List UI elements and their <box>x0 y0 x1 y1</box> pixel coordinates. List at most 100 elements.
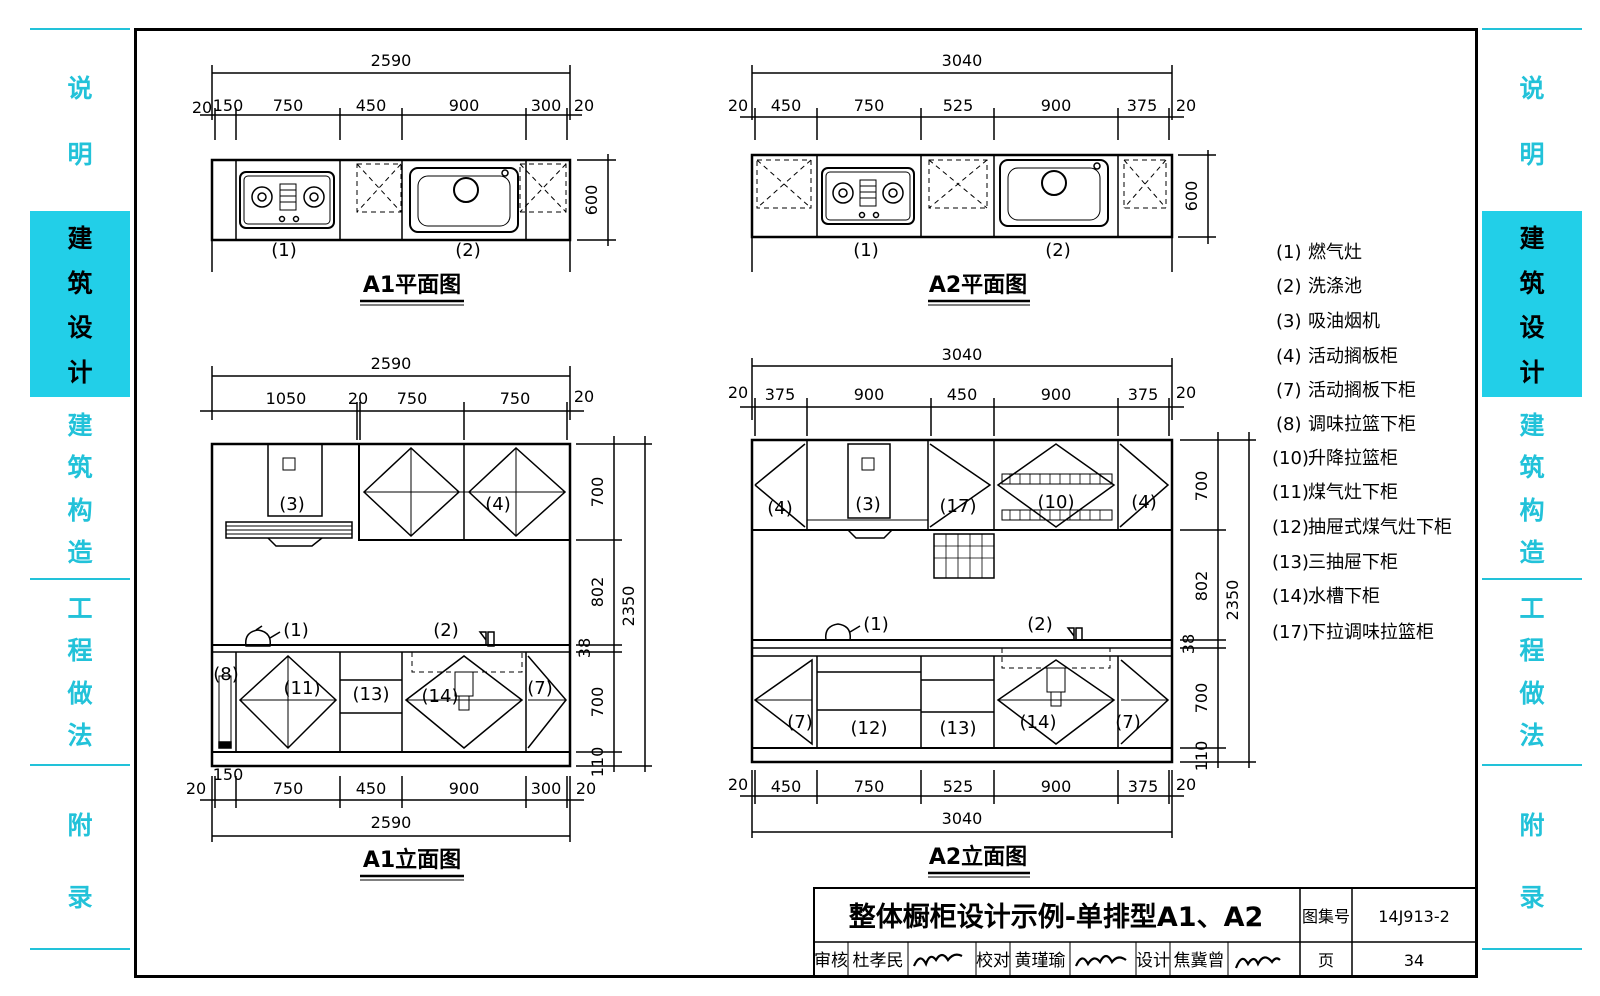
checker-signature <box>1074 954 1127 967</box>
left-tab-gongcheng-zuofa[interactable]: 工 程 做 法 <box>30 583 130 758</box>
dim-seg: 450 <box>356 96 387 115</box>
dim-seg: 750 <box>397 389 428 408</box>
tab-char: 做 <box>1519 678 1545 708</box>
legend-num: (12) <box>1272 517 1309 538</box>
dim-total: 2590 <box>371 51 412 70</box>
legend-num: (3) <box>1276 311 1302 332</box>
legend: (1) 燃气灶 (2) 洗涤池 (3) 吸油烟机 (4) 活动搁板柜 (7) 活… <box>1272 242 1452 643</box>
a1-plan: 2590 20 150 750 450 900 300 20 <box>192 51 616 306</box>
tag: (4) <box>485 494 511 515</box>
dim-seg: 20 <box>1176 383 1196 402</box>
designer-name: 焦冀曾 <box>1174 951 1225 971</box>
dim-seg: 20 <box>574 96 594 115</box>
tab-char: 造 <box>67 537 93 567</box>
dim-seg: 20 <box>186 779 206 798</box>
a2-plan: 3040 20 450 750 525 900 375 20 <box>728 51 1216 306</box>
dim-seg: 900 <box>1041 385 1072 404</box>
dim-height: 110 <box>588 747 607 778</box>
tab-char: 建 <box>1519 224 1545 254</box>
dim-seg: 20 <box>348 389 368 408</box>
dim-height: 700 <box>1192 683 1211 714</box>
right-tab-fulu[interactable]: 附 录 <box>1482 770 1582 950</box>
legend-text: 活动搁板下柜 <box>1308 380 1416 401</box>
dim-height: 700 <box>588 477 607 508</box>
right-tab-jianzhu-gouzao[interactable]: 建 筑 构 造 <box>1482 400 1582 575</box>
left-divider <box>30 948 130 950</box>
tab-char: 附 <box>67 811 93 840</box>
dim-height-total: 2350 <box>1223 580 1242 621</box>
tab-char: 法 <box>67 720 93 750</box>
tag: (1) <box>853 240 879 261</box>
tab-char: 工 <box>67 594 93 624</box>
dim-seg: 900 <box>449 779 480 798</box>
tab-char: 建 <box>67 224 93 254</box>
dim-seg: 450 <box>356 779 387 798</box>
tag: (2) <box>433 620 459 641</box>
dim-seg: 750 <box>273 779 304 798</box>
dim-total: 3040 <box>942 345 983 364</box>
dim-seg: 750 <box>500 389 531 408</box>
left-divider <box>30 28 130 30</box>
legend-text: 升降拉篮柜 <box>1308 448 1398 469</box>
legend-text: 下拉调味拉篮柜 <box>1308 622 1434 643</box>
dim-seg: 525 <box>943 96 974 115</box>
reviewer-signature <box>912 953 963 967</box>
tab-char: 明 <box>67 139 93 169</box>
dim-seg: 450 <box>771 96 802 115</box>
drawing-title: A1平面图 <box>363 273 461 298</box>
legend-text: 调味拉篮下柜 <box>1308 414 1416 435</box>
tag: (2) <box>455 240 481 261</box>
dim-seg: 750 <box>854 777 885 796</box>
a1-elevation: 2590 1050 20 750 750 20 (3) (4) <box>186 354 652 881</box>
tab-char: 构 <box>67 495 93 525</box>
drawing-title: A1立面图 <box>363 847 461 873</box>
legend-num: (17) <box>1272 622 1309 643</box>
right-tab-jianzhu-sheji[interactable]: 建 筑 设 计 <box>1482 211 1582 397</box>
legend-text: 吸油烟机 <box>1308 311 1380 332</box>
tab-char: 构 <box>1519 495 1545 525</box>
dim-seg: 450 <box>947 385 978 404</box>
sheet-title: 整体橱柜设计示例-单排型A1、A2 <box>849 902 1264 933</box>
right-tab-gongcheng-zuofa[interactable]: 工 程 做 法 <box>1482 583 1582 758</box>
dim-height: 802 <box>1192 571 1211 602</box>
left-tab-shuoming[interactable]: 说 明 <box>30 40 130 200</box>
legend-num: (14) <box>1272 586 1309 607</box>
legend-num: (1) <box>1276 242 1302 263</box>
legend-num: (11) <box>1272 482 1309 503</box>
left-tab-jianzhu-gouzao[interactable]: 建 筑 构 造 <box>30 400 130 575</box>
title-block: 整体橱柜设计示例-单排型A1、A2 图集号 14J913-2 审核 杜孝民 校对… <box>813 887 1477 977</box>
a2-elevation: 3040 20 375 900 450 900 375 20 (4) (3) (… <box>728 345 1256 878</box>
tag: (10) <box>1038 492 1075 513</box>
dim-total: 2590 <box>371 813 412 832</box>
left-tab-jianzhu-sheji[interactable]: 建 筑 设 计 <box>30 211 130 397</box>
tag: (8) <box>213 664 239 685</box>
dim-seg: 20 <box>1176 96 1196 115</box>
dim-seg: 375 <box>1128 777 1159 796</box>
dim-seg: 750 <box>273 96 304 115</box>
tab-char: 做 <box>67 678 93 708</box>
right-divider <box>1482 28 1582 30</box>
tab-char: 建 <box>1519 411 1545 441</box>
tab-char: 说 <box>1519 74 1545 104</box>
right-divider <box>1482 948 1582 950</box>
right-divider <box>1482 578 1582 580</box>
right-tab-shuoming[interactable]: 说 明 <box>1482 40 1582 200</box>
tag: (3) <box>855 494 881 515</box>
dim-total: 2590 <box>371 354 412 373</box>
review-label: 审核 <box>814 951 848 971</box>
check-label: 校对 <box>976 951 1010 971</box>
dim-seg: 150 <box>213 765 244 784</box>
page-label: 页 <box>1318 951 1334 970</box>
left-divider <box>30 764 130 766</box>
tag: (7) <box>1115 712 1141 733</box>
dim-seg: 900 <box>449 96 480 115</box>
tag: (1) <box>283 620 309 641</box>
dim-seg: 20 <box>574 387 594 406</box>
legend-text: 三抽屉下柜 <box>1308 552 1398 573</box>
legend-num: (10) <box>1272 448 1309 469</box>
left-tab-fulu[interactable]: 附 录 <box>30 770 130 950</box>
atlas-number: 14J913-2 <box>1378 907 1450 926</box>
tab-char: 设 <box>1519 313 1545 343</box>
tab-char: 附 <box>1519 811 1545 840</box>
